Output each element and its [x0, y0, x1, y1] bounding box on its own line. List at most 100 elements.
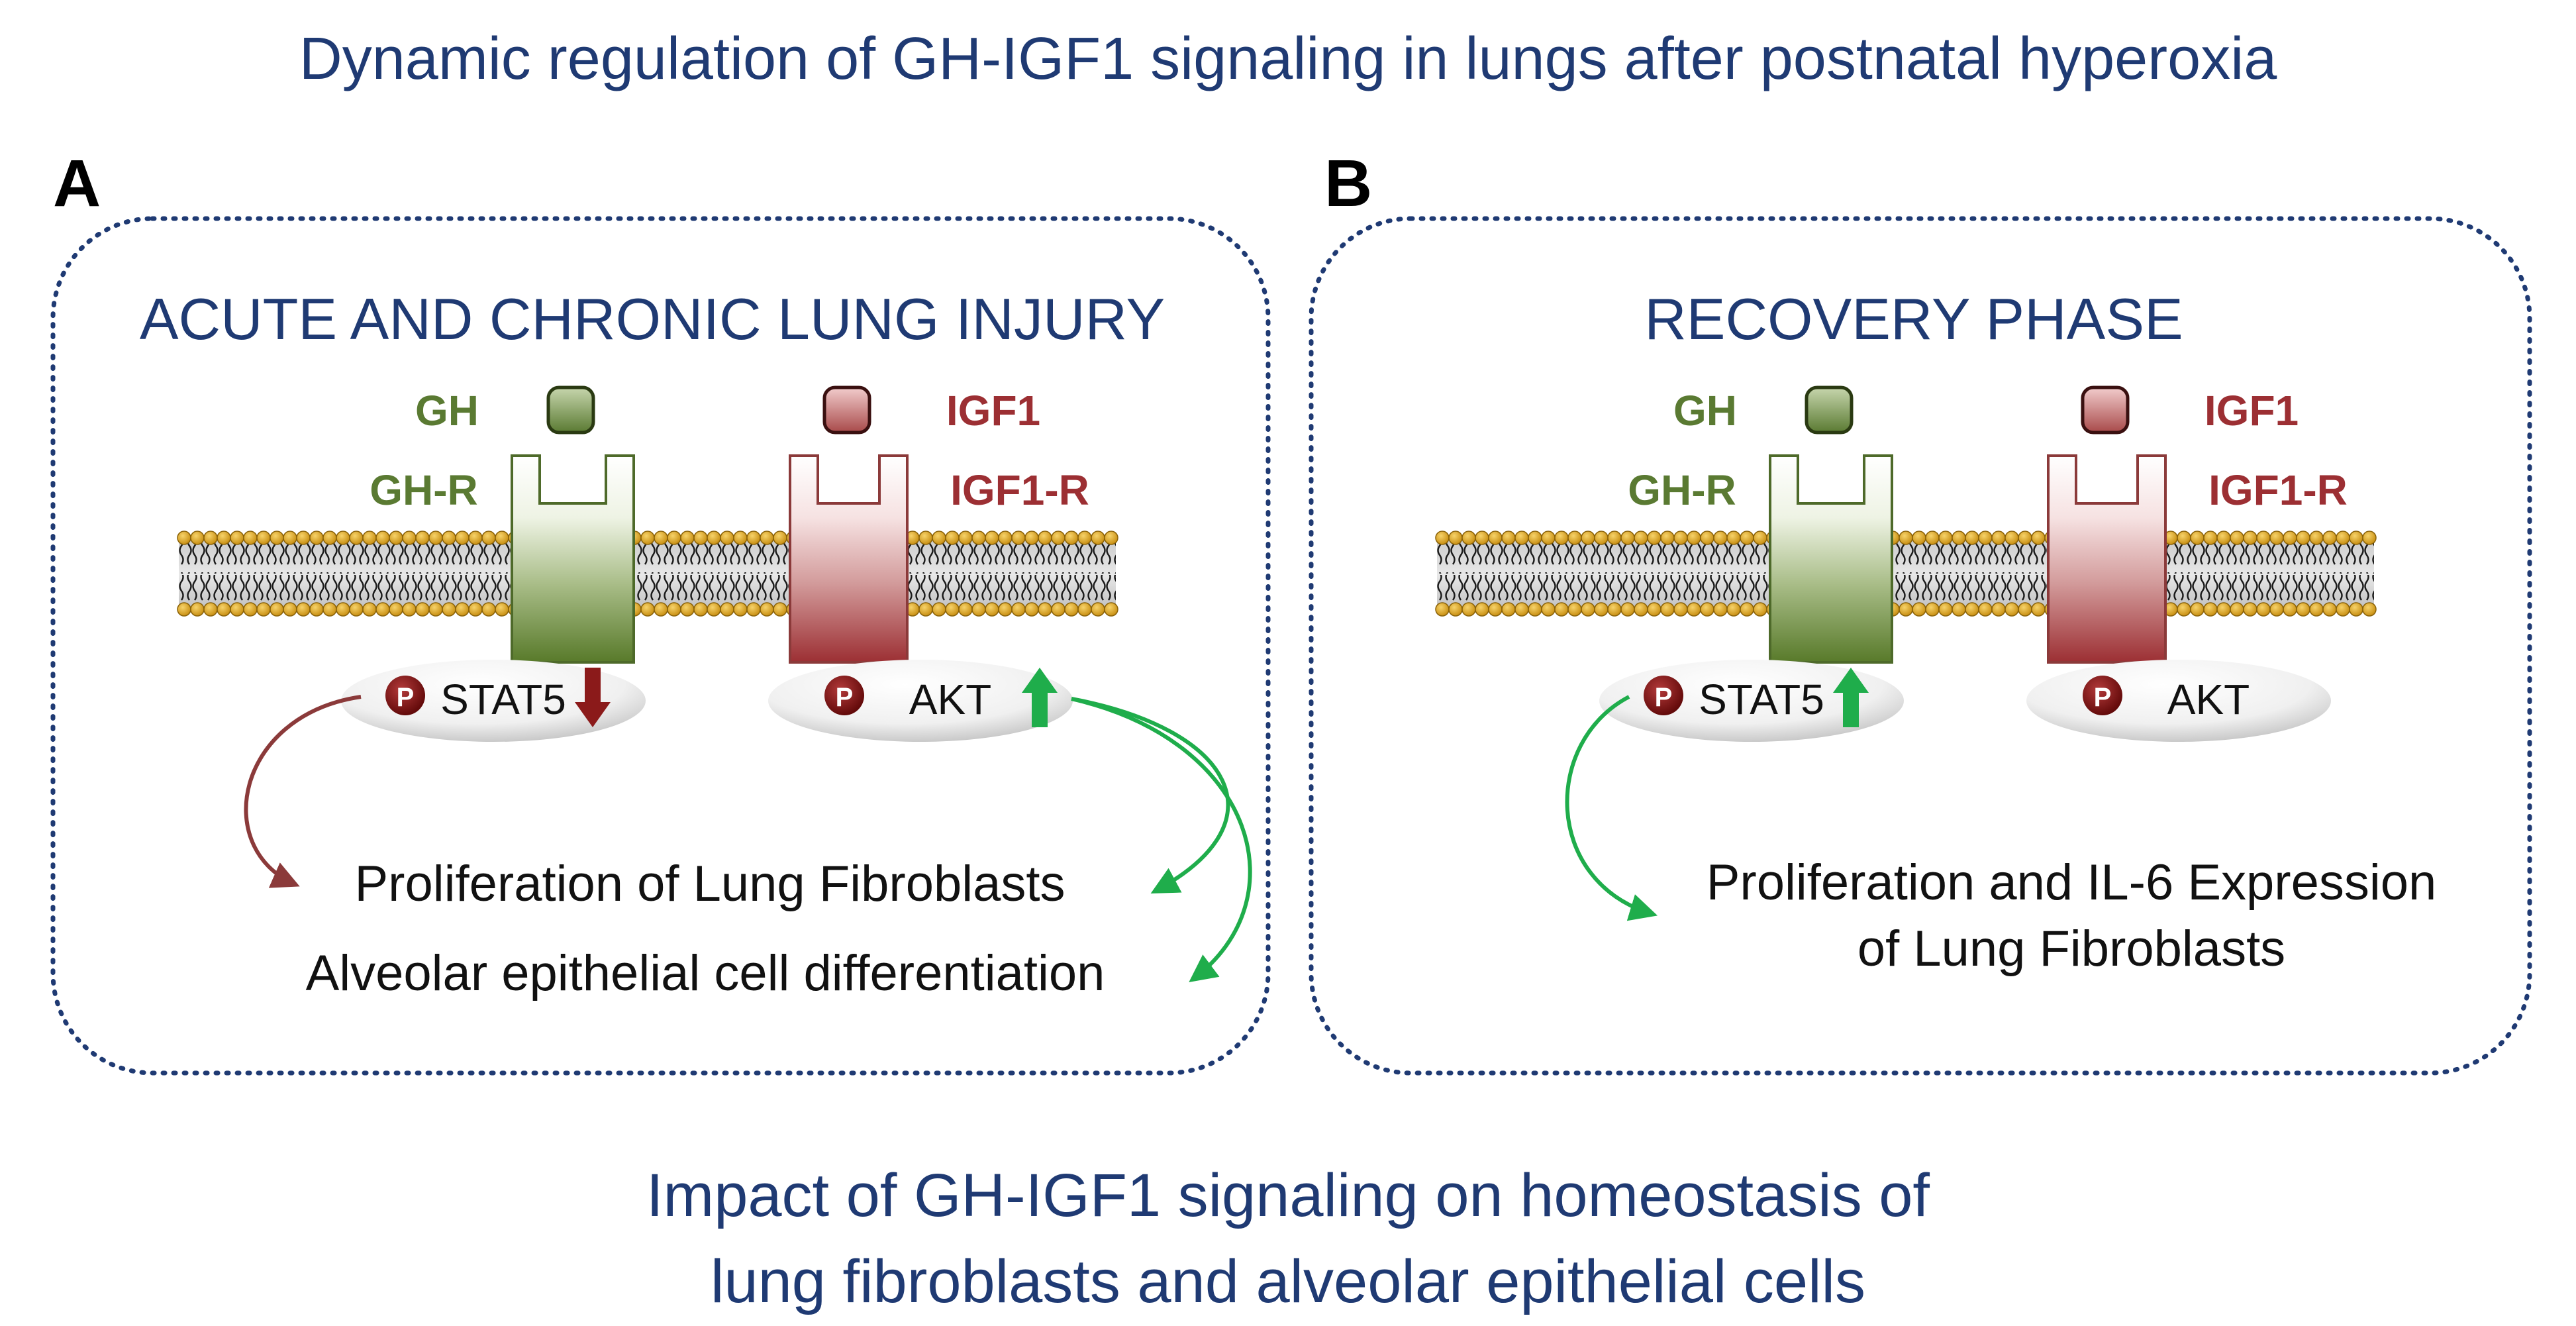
lipid-head-bead — [1899, 602, 1913, 617]
phospho-label-akt-b: P — [2094, 683, 2112, 712]
akt-to-epithelial-arrow-a — [1071, 697, 1252, 983]
lipid-head-bead — [296, 531, 311, 545]
lipid-head-bead — [733, 531, 748, 545]
lipid-head-bead — [495, 602, 509, 617]
lipid-head-bead — [2031, 602, 2046, 617]
phospho-label-stat5-b: P — [1655, 683, 1673, 712]
lipid-head-bead — [773, 531, 787, 545]
lipid-head-bead — [1660, 531, 1675, 545]
lipid-head-bead — [455, 602, 470, 617]
lipid-head-bead — [243, 602, 258, 617]
lipid-head-bead — [1051, 602, 1065, 617]
akt-to-fibroblast-arrow-a — [1071, 697, 1230, 893]
lipid-head-bead — [1607, 531, 1622, 545]
lipid-head-bead — [1514, 602, 1529, 617]
stat5-increase-arrow-b — [1833, 668, 1869, 727]
lipid-head-bead — [362, 602, 377, 617]
igf1-label-b: IGF1 — [2204, 387, 2299, 434]
lipid-head-bead — [998, 602, 1013, 617]
phospho-badge-stat5-b — [1644, 676, 1683, 715]
lipid-head-bead — [971, 531, 986, 545]
lipid-head-bead — [1011, 531, 1026, 545]
lipid-head-bead — [349, 602, 364, 617]
lipid-head-bead — [1978, 602, 1993, 617]
lipid-head-bead — [746, 531, 761, 545]
lipid-head-bead — [230, 531, 244, 545]
lipid-head-bead — [2309, 531, 2324, 545]
lipid-head-bead — [309, 602, 324, 617]
gh-ligand-b — [1805, 385, 1854, 434]
lipid-head-bead — [270, 602, 284, 617]
lipid-head-bead — [1594, 602, 1609, 617]
lipid-head-bead — [2256, 531, 2271, 545]
lipid-head-bead — [918, 602, 933, 617]
lipid-head-bead — [217, 531, 231, 545]
lipid-head-bead — [1435, 531, 1450, 545]
lipid-head-bead — [1091, 531, 1105, 545]
lipid-head-bead — [177, 531, 191, 545]
panel-a-border — [50, 216, 1271, 1076]
lipid-head-bead — [2005, 602, 2019, 617]
lipid-head-bead — [2349, 602, 2363, 617]
panel-b: RECOVERY PHASE GH GH-R IGF1 IGF1-R P STA… — [1309, 216, 2532, 1076]
lipid-head-bead — [707, 602, 721, 617]
lipid-head-bead — [442, 602, 456, 617]
lipid-head-bead — [177, 602, 191, 617]
lipid-head-bead — [932, 602, 946, 617]
lipid-head-bead — [1475, 531, 1489, 545]
lipid-head-bead — [2322, 531, 2337, 545]
lipid-head-bead — [296, 602, 311, 617]
lipid-head-bead — [2018, 531, 2032, 545]
lipid-head-bead — [720, 602, 734, 617]
lipid-head-bead — [1952, 602, 1966, 617]
gh-receptor-a — [511, 454, 635, 664]
lipid-head-bead — [693, 531, 708, 545]
lipid-head-bead — [945, 531, 960, 545]
ghr-label-b: GH-R — [1628, 466, 1736, 514]
lipid-head-bead — [2296, 531, 2310, 545]
lipid-head-bead — [2190, 531, 2204, 545]
stat5-label-b: STAT5 — [1699, 676, 1824, 723]
lipid-head-bead — [1687, 531, 1701, 545]
lipid-head-bead — [2283, 602, 2297, 617]
lipid-head-bead — [375, 602, 390, 617]
lipid-head-bead — [442, 531, 456, 545]
lipid-head-bead — [1024, 602, 1039, 617]
lipid-head-bead — [1104, 531, 1118, 545]
lipid-head-bead — [256, 602, 271, 617]
akt-label-a: AKT — [909, 676, 991, 723]
lipid-head-bead — [2203, 602, 2218, 617]
lipid-head-bead — [322, 602, 337, 617]
lipid-head-bead — [1952, 531, 1966, 545]
lipid-head-bead — [2269, 531, 2284, 545]
lipid-head-bead — [680, 531, 695, 545]
lipid-head-bead — [1077, 531, 1092, 545]
lipid-head-bead — [2243, 602, 2257, 617]
lipid-head-bead — [1077, 602, 1092, 617]
lipid-head-bead — [1673, 531, 1688, 545]
lipid-head-bead — [1965, 602, 1979, 617]
lipid-head-bead — [985, 602, 999, 617]
lipid-head-bead — [428, 531, 443, 545]
lipid-head-bead — [495, 531, 509, 545]
lipid-head-bead — [1594, 531, 1609, 545]
lipid-head-bead — [1713, 531, 1728, 545]
lipid-head-bead — [1567, 531, 1582, 545]
lipid-head-bead — [1925, 531, 1940, 545]
lipid-head-bead — [1647, 602, 1661, 617]
phospho-label-akt-a: P — [836, 683, 854, 712]
lipid-head-bead — [1064, 602, 1079, 617]
gh-receptor-b — [1769, 454, 1893, 664]
lipid-head-bead — [667, 602, 681, 617]
lipid-head-bead — [1899, 531, 1913, 545]
lipid-head-bead — [1541, 531, 1556, 545]
lipid-head-bead — [389, 531, 403, 545]
lipid-head-bead — [2322, 602, 2337, 617]
figure-footer: Impact of GH-IGF1 signaling on homeostas… — [0, 1152, 2576, 1325]
lipid-head-bead — [375, 531, 390, 545]
lipid-head-bead — [958, 602, 973, 617]
lipid-head-bead — [1687, 602, 1701, 617]
panel-b-letter: B — [1324, 146, 1373, 221]
phospho-badge-stat5-a — [385, 676, 425, 715]
gh-label-a: GH — [415, 387, 479, 434]
